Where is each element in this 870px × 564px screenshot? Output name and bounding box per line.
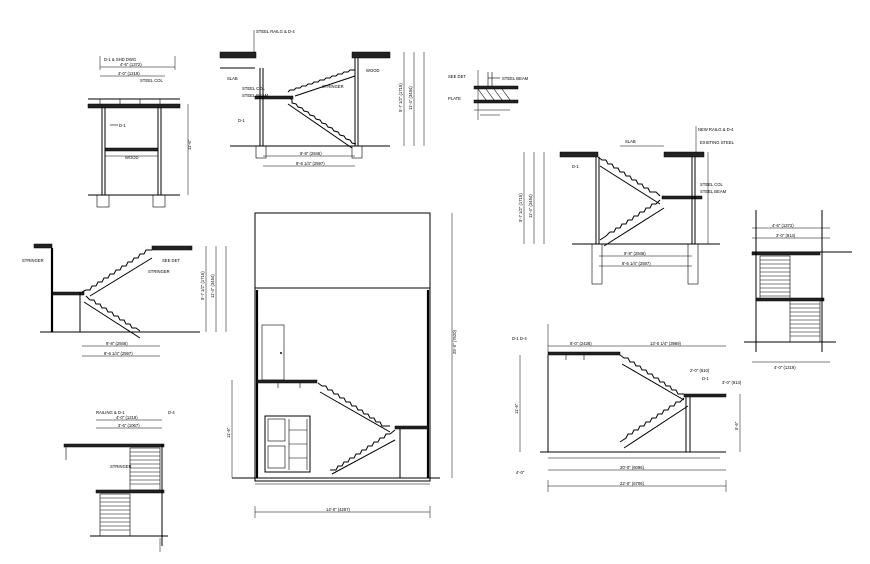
detail-i-dim-right-1: 2'-0" (610) [690, 368, 710, 373]
detail-g-dim-bot: 14'-0" (4267) [326, 507, 351, 512]
detail-i-dim-bot-3: 22'-0" (6706) [620, 481, 645, 486]
detail-h-dim-1: 4'-0" (1219) [116, 415, 138, 420]
detail-c-note-3: PLATE [448, 96, 461, 101]
detail-g-dim-left: 11'-6" [226, 427, 231, 438]
detail-h-label-right: D-4 [168, 410, 175, 415]
detail-f-stair-elevation: 4'-6" (1372) 3'-0" (914) [744, 210, 852, 370]
detail-d-note-right: SEE DET. [162, 258, 181, 263]
detail-d-dim-side-2: 11'-4" (3454) [210, 274, 215, 298]
detail-h-dim-2: 3'-6" (1067) [118, 423, 140, 428]
detail-g-dim-side: 25'-0" (7620) [452, 329, 457, 354]
detail-g-building-elevation: 11'-6" 25'-0" (7620) 14'-0" (4267) [226, 212, 457, 518]
detail-b-dim-bot-2: 8'-6 1/4" (2597) [296, 161, 325, 166]
detail-a-note-2: D-1 [119, 123, 126, 128]
detail-e-label-top: NEW RAILG & D-4 [698, 127, 734, 132]
detail-h-stair-treads [99, 447, 161, 537]
detail-f-dim-top-1: 4'-6" (1372) [772, 223, 794, 228]
detail-i-dim-bot-2: 20'-0" (6096) [620, 465, 645, 470]
detail-i-dim-top-2: 13'-0 1/4" (3969) [650, 341, 682, 346]
detail-b-dim-side-1: 5'-7 1/2" (1715) [398, 83, 403, 112]
detail-a-label-top: D-1 & SHD DWG [104, 57, 136, 62]
detail-a-stair-section: D-1 & SHD DWG 4'-6" (1372) 4'-0" (1219) … [87, 56, 192, 208]
detail-d-dim-bot-1: 9'-8" (2946) [106, 341, 128, 346]
detail-e-dim-bot-1: 9'-8" (2946) [624, 251, 646, 256]
detail-b-note-slab: SLAB [227, 76, 238, 81]
detail-c-connection: SEE DET STEEL BEAM PLATE [448, 70, 529, 120]
detail-b-stair-section: STEEL RAILG & D-4 SLAB STEEL COL STEEL B… [219, 29, 425, 167]
detail-b-dim-side-2: 11'-4" (3454) [408, 86, 413, 110]
detail-a-dim-top-2: 4'-0" (1219) [118, 71, 140, 76]
detail-i-dim-side: 11'-6" [514, 403, 519, 414]
detail-d-stair-section: STRINGER SEE DET. STRINGER 9'-8" (2946) … [22, 243, 227, 357]
detail-i-dim-side-2: 5'-6" [734, 421, 739, 430]
detail-h-note: STRINGER [110, 464, 132, 469]
detail-c-note-1: SEE DET [448, 74, 466, 79]
detail-b-dim-bot-1: 9'-8" (2946) [300, 151, 322, 156]
detail-a-note-3: WOOD [125, 155, 139, 160]
detail-i-dim-bot-1: 4'-0" [516, 470, 525, 475]
detail-e-dim-bot-2: 8'-6 1/4" (2597) [622, 261, 651, 266]
detail-f-dim-bot: 4'-0" (1219) [774, 365, 796, 370]
detail-a-dim-top-1: 4'-6" (1372) [120, 62, 142, 67]
detail-b-note-beam: STEEL BEAM [242, 93, 269, 98]
detail-b-note-stringer: STRINGER [322, 84, 344, 89]
detail-b-note-d1: D-1 [238, 118, 245, 123]
detail-i-dim-top-1: 8'-0" (2438) [570, 341, 592, 346]
detail-g-shelving-unit [264, 415, 311, 473]
detail-e-note-slab: SLAB [625, 139, 636, 144]
detail-d-note-left: STRINGER [22, 258, 44, 263]
detail-f-dim-top-2: 3'-0" (914) [776, 233, 796, 238]
detail-d-dim-bot-2: 8'-6 1/4" (2597) [104, 351, 133, 356]
detail-e-dim-side-2: 11'-4" (3454) [528, 194, 533, 218]
detail-a-dim-side: 11'-6" [187, 139, 192, 150]
detail-e-note-existing: EXISTING STEEL [700, 140, 735, 145]
detail-a-note-1: STEEL COL [140, 78, 164, 83]
detail-d-note-mid: STRINGER [148, 269, 170, 274]
detail-b-label-top: STEEL RAILG & D-4 [256, 29, 295, 34]
detail-i-dim-right-3: 3'-0" (914) [722, 380, 742, 385]
detail-i-stair-section: D-1 D-4 8'-0" (2438) 13'-0 1/4" (3969) 2… [512, 324, 742, 492]
detail-e-dim-side-1: 5'-7 1/2" (1715) [518, 193, 523, 222]
detail-h-label-top: RAILING & D-1 [96, 410, 125, 415]
detail-b-note-wood: WOOD [366, 68, 380, 73]
detail-e-note-col: STEEL COL [700, 182, 724, 187]
detail-h-stair-elevation: RAILING & D-1 D-4 4'-0" (1219) 3'-6" (10… [63, 410, 175, 552]
detail-b-note-col: STEEL COL [242, 86, 266, 91]
detail-e-note-beam: STEEL BEAM [700, 189, 727, 194]
detail-d-dim-side-1: 5'-7 1/2" (1715) [200, 271, 205, 300]
detail-c-note-2: STEEL BEAM [502, 76, 529, 81]
detail-e-stair-section: NEW RAILG & D-4 SLAB EXISTING STEEL D-1 … [518, 126, 735, 285]
detail-i-label-top: D-1 D-4 [512, 336, 527, 341]
detail-i-dim-right-2: D-1 [702, 376, 709, 381]
detail-e-note-d1: D-1 [572, 164, 579, 169]
